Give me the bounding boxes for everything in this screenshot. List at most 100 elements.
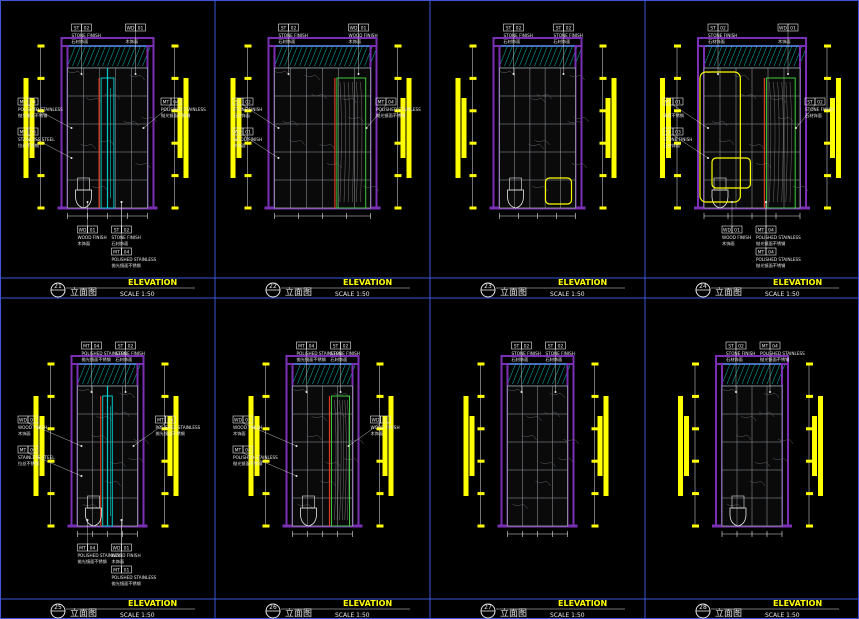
dimension-tick — [591, 394, 599, 398]
tag-number: 01 — [124, 568, 130, 574]
hatch-line — [738, 45, 748, 67]
tag-number: 01 — [124, 546, 130, 552]
tag-description-cn: 石材饰面 — [805, 112, 822, 119]
dimension-tick — [161, 394, 169, 398]
wall-field — [499, 67, 576, 209]
tag-leader-dot — [520, 391, 523, 393]
dimension-marks — [678, 362, 823, 537]
drawing-scale: SCALE 1:50 — [550, 291, 585, 298]
hatch-line — [758, 45, 768, 67]
hatch-line — [771, 363, 781, 385]
tag-code: WD — [779, 26, 787, 32]
tag-code: WD — [350, 26, 358, 32]
stone-tile-grid — [67, 67, 157, 209]
tag-number-box — [563, 23, 574, 32]
wood-grain — [769, 81, 772, 203]
tag-leader-dot — [735, 391, 737, 393]
dimension-tick — [37, 174, 45, 178]
level-bar — [678, 396, 683, 496]
tag-leader — [672, 104, 709, 129]
tag-description-en: POLISHED STAINLESS — [18, 107, 63, 112]
marble-vein — [571, 162, 587, 169]
toilet-fixture — [75, 189, 92, 209]
dimension-tick — [591, 459, 599, 463]
drawing-number: 22 — [269, 283, 277, 290]
tag-description-cn: 抛光镜面不锈钢 — [297, 356, 326, 363]
tag-number: 04 — [173, 100, 179, 106]
marble-vein — [740, 415, 757, 422]
tag-number-box — [242, 97, 254, 106]
tag-number: 02 — [245, 100, 251, 106]
tag-number-box — [306, 341, 317, 350]
marble-vein — [274, 70, 290, 77]
wood-grain — [342, 399, 344, 521]
tag-description-cn: 拉丝不锈钢 — [18, 460, 39, 467]
tag-description-en: STONE FINISH — [663, 137, 692, 142]
hatch-line — [349, 45, 358, 67]
ceiling-void — [77, 363, 138, 387]
tag-number-box — [242, 127, 254, 136]
stone-tile-grid — [274, 67, 379, 209]
dimension-tick — [376, 459, 384, 463]
dimension-tick — [674, 44, 681, 48]
tag-number-box — [555, 341, 566, 350]
tag-code: MT — [79, 546, 86, 552]
tag-description-en: POLISHED STAINLESS — [156, 425, 201, 430]
marble-vein — [777, 438, 794, 445]
door-panel — [336, 77, 367, 209]
hatch-line — [519, 45, 528, 67]
tag-leader — [795, 104, 816, 129]
hatch-line — [122, 45, 131, 67]
marble-vein — [128, 457, 144, 464]
tag-code: ST — [333, 344, 339, 350]
drawing-title-cn: 立面图 — [70, 607, 97, 619]
hatch-line — [743, 45, 753, 67]
tag-description-en: WOOD FINISH — [18, 425, 47, 430]
tag-description-cn: 石材饰面 — [554, 38, 571, 45]
hatch-line — [102, 45, 111, 67]
tag-description-cn: 石材饰面 — [663, 142, 680, 149]
drawing-number: 26 — [269, 604, 277, 611]
dimension-tick — [824, 76, 831, 80]
drawing-title-en: ELEVATION — [773, 278, 822, 287]
right-wall — [799, 45, 807, 209]
drawing-title-cn: 立面图 — [70, 286, 97, 298]
tag-number: 02 — [558, 344, 564, 350]
hatch-line — [117, 363, 126, 385]
drawing-title-cn: 立面图 — [500, 286, 527, 298]
dimension-tick — [161, 524, 169, 528]
dimension-tick — [171, 141, 179, 145]
hatch-line — [97, 363, 106, 385]
tag-number: 03 — [675, 130, 681, 136]
hatch-line — [127, 45, 136, 67]
hatch-line — [332, 363, 341, 385]
tag-description-cn: 石材饰面 — [72, 38, 89, 45]
hatch-line — [297, 363, 306, 385]
dimension-tick — [599, 206, 607, 210]
hatch-line — [317, 363, 326, 385]
tag-leader-dot — [120, 201, 123, 203]
toilet-fixture — [711, 189, 729, 209]
left-wall — [60, 45, 69, 209]
hatch-line — [718, 45, 728, 67]
dimension-tick — [469, 44, 477, 48]
tag-description-en: POLISHED STAINLESS — [376, 107, 421, 112]
tag-leader-dot — [357, 73, 360, 75]
door-panel — [765, 77, 796, 209]
tag-number-box — [27, 445, 39, 454]
tag-description-en: WOOD FINISH — [722, 235, 751, 240]
hatch-line — [77, 363, 86, 385]
tag-leader-dot — [80, 475, 83, 477]
hatch-line — [329, 45, 338, 67]
tag-number: 01 — [245, 418, 251, 424]
marble-vein — [304, 74, 320, 81]
dimension-tick — [477, 427, 485, 431]
hatch-line — [299, 45, 308, 67]
